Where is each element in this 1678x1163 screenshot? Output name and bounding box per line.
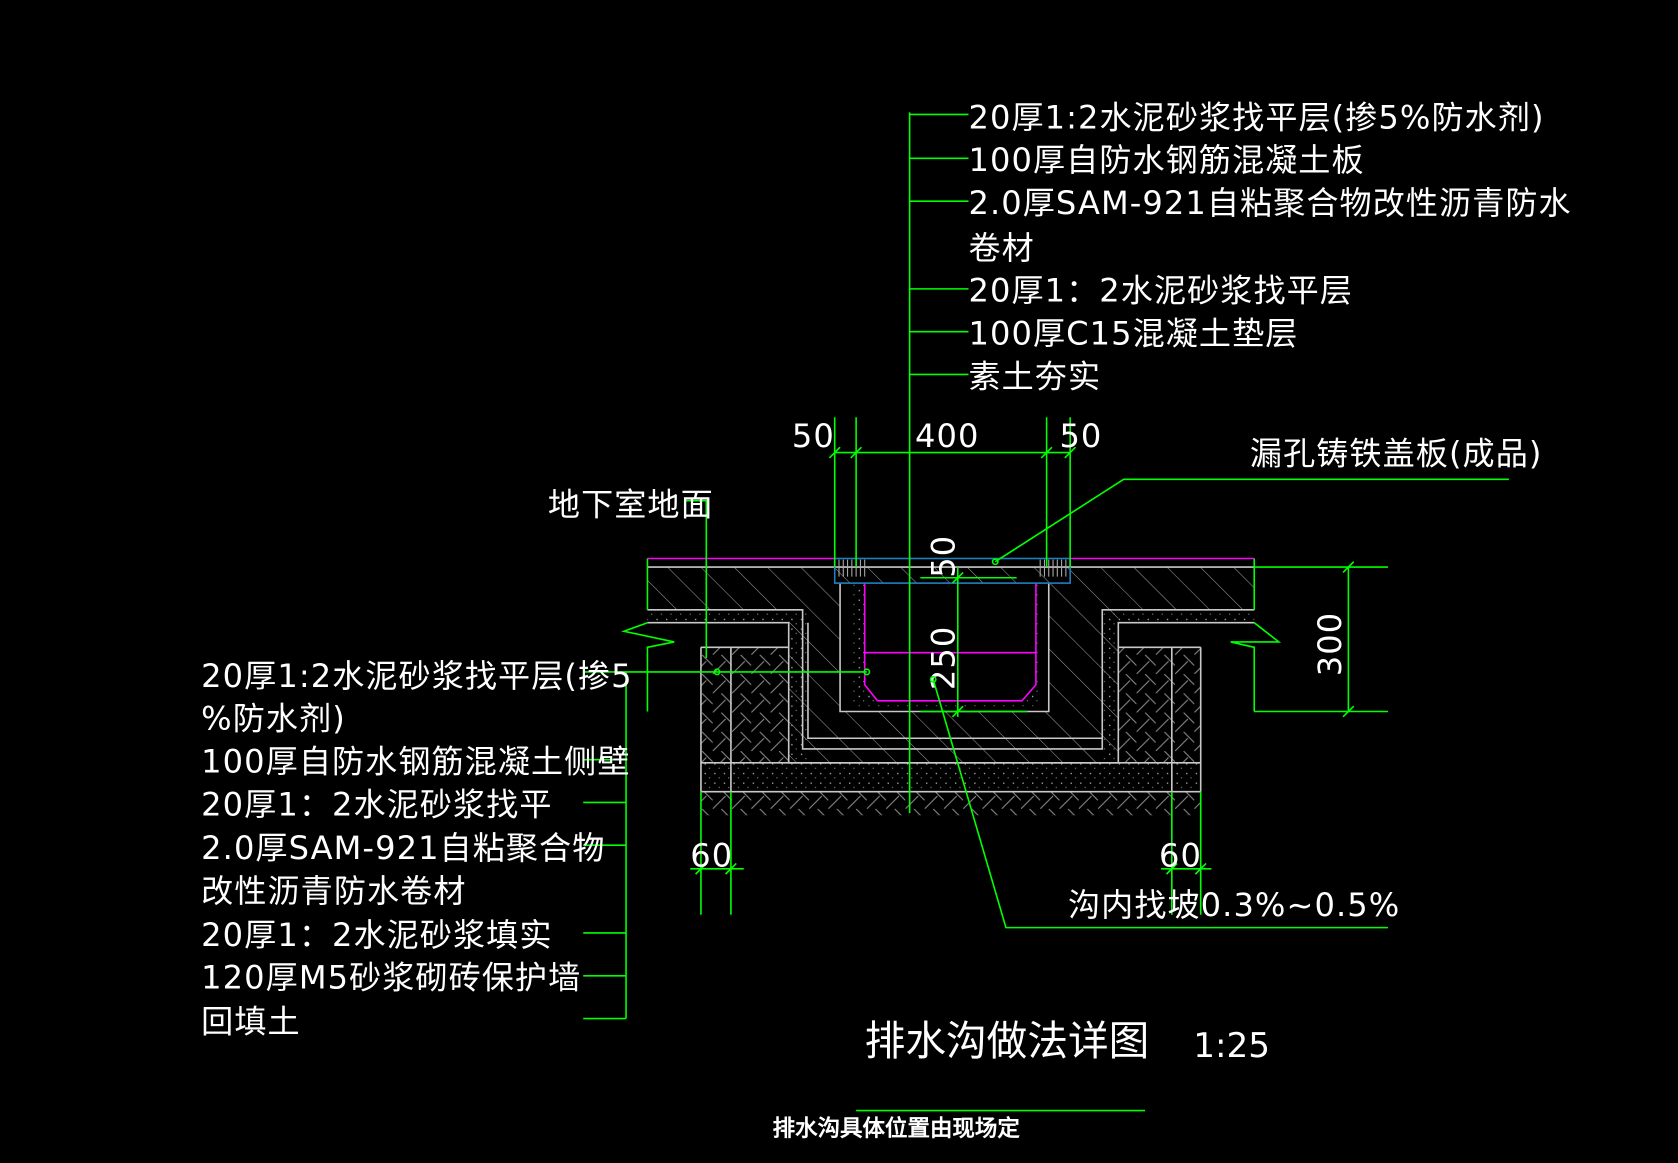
depth-dimensions: 50 250 300 [920,535,1388,718]
side-layer-6: 120厚M5砂浆砌砖保护墙 [201,959,581,997]
dim-right-60: 60 [1159,837,1202,875]
floor-label-text: 地下室地面 [548,486,714,524]
drawing-note: 排水沟具体位置由现场定 [773,1115,1021,1142]
cover-label-text: 漏孔铸铁盖板(成品) [1250,434,1543,472]
side-layer-4: 2.0厚SAM-921自粘聚合物 [201,829,605,867]
dim-total-300: 300 [1311,612,1349,676]
top-layer-4: 20厚1：2水泥砂浆找平层 [968,272,1352,310]
top-layer-3-cont: 卷材 [968,229,1034,267]
slope-label: 沟内找坡0.3%~0.5% [929,675,1400,929]
drawing-scale: 1:25 [1193,1026,1270,1066]
dim-width-400: 400 [915,417,979,455]
floor-label: 地下室地面 [548,486,714,658]
drawing-title: 排水沟做法详图 [865,1017,1150,1065]
slope-label-text: 沟内找坡0.3%~0.5% [1068,886,1400,924]
side-layers-leader: 20厚1:2水泥砂浆找平层(掺5 %防水剂) 100厚自防水钢筋混凝土侧壁 20… [201,657,871,1040]
dim-right-50: 50 [1059,417,1102,455]
top-layer-3: 2.0厚SAM-921自粘聚合物改性沥青防水 [968,184,1571,222]
top-layer-5: 100厚C15混凝土垫层 [968,315,1298,353]
top-layer-6: 素土夯实 [968,357,1101,395]
side-layer-1-cont: %防水剂) [201,700,346,738]
top-layer-1: 20厚1:2水泥砂浆找平层(掺5%防水剂) [968,98,1544,136]
side-layer-7: 回填土 [201,1002,301,1040]
concrete-section [620,557,1282,816]
dim-left-50: 50 [792,417,835,455]
side-layer-1: 20厚1:2水泥砂浆找平层(掺5 [201,657,632,695]
side-layer-5: 20厚1：2水泥砂浆填实 [201,916,552,954]
side-layer-3: 20厚1：2水泥砂浆找平 [201,785,552,823]
dim-left-60: 60 [690,837,733,875]
cover-grating-ends [838,559,1067,577]
dim-cover-50: 50 [925,535,963,578]
top-layers-leader: 20厚1:2水泥砂浆找平层(掺5%防水剂) 100厚自防水钢筋混凝土板 2.0厚… [908,98,1571,814]
wall-dimensions: 60 60 [690,791,1212,915]
side-layer-2: 100厚自防水钢筋混凝土侧壁 [201,742,630,780]
width-dimensions: 50 400 50 [792,417,1102,568]
cover-label: 漏孔铸铁盖板(成品) [991,434,1543,566]
top-layer-2: 100厚自防水钢筋混凝土板 [968,141,1364,179]
side-layer-4-cont: 改性沥青防水卷材 [201,872,466,910]
